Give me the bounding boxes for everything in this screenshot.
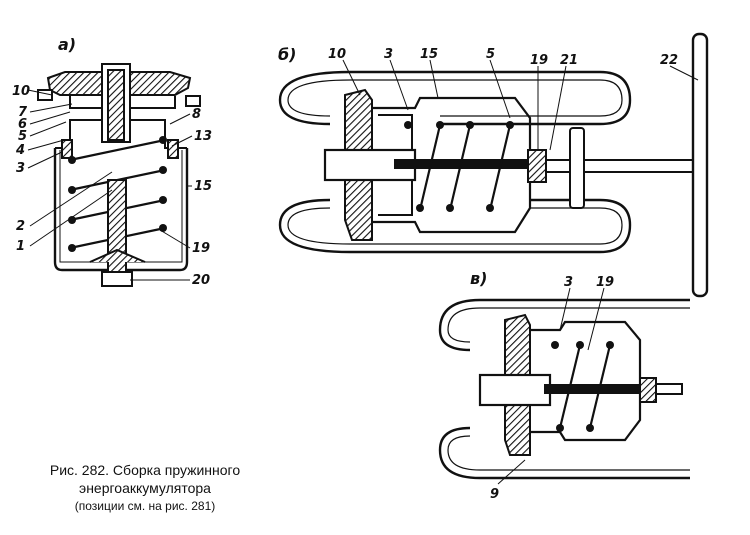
callout-c-19: 19 [596, 275, 614, 290]
view-label-a: а) [58, 35, 76, 54]
callout-a-15: 15 [194, 179, 212, 194]
callout-a-7: 7 [18, 105, 28, 120]
callout-b-21: 21 [560, 53, 578, 68]
callout-a-5: 5 [18, 129, 27, 144]
caption-line-2: энергоаккумулятора [79, 480, 211, 496]
callout-b-10: 10 [328, 47, 346, 62]
callouts-view-c: 3 19 9 [490, 275, 614, 502]
callout-b-5: 5 [486, 47, 495, 62]
caption-line-3: (позиции см. на рис. 281) [74, 499, 216, 513]
callouts-view-a: 10 7 6 5 4 3 8 13 15 2 1 19 20 [12, 84, 212, 288]
caption-line-1: Рис. 282. Сборка пружинного [49, 462, 241, 478]
callout-a-6: 6 [18, 117, 27, 132]
callout-c-3: 3 [564, 275, 573, 290]
callout-b-3: 3 [384, 47, 393, 62]
callout-a-3: 3 [16, 161, 25, 176]
callout-a-19: 19 [192, 241, 210, 256]
view-b-assembly [278, 32, 709, 298]
callout-b-22: 22 [660, 53, 678, 68]
view-a-assembly [27, 63, 201, 287]
callout-b-19: 19 [530, 53, 548, 68]
callout-a-8: 8 [192, 107, 201, 122]
callout-a-20: 20 [192, 273, 210, 288]
callout-a-4: 4 [15, 143, 25, 158]
callout-a-13: 13 [194, 129, 212, 144]
callout-a-10: 10 [12, 84, 30, 99]
view-label-b: б) [278, 45, 296, 64]
callout-a-2: 2 [16, 219, 25, 234]
view-label-c: в) [470, 269, 487, 288]
callout-c-9: 9 [490, 487, 499, 502]
callouts-view-b: 10 3 15 5 19 21 22 [328, 47, 678, 68]
callout-a-1: 1 [16, 239, 25, 254]
callout-b-15: 15 [420, 47, 438, 62]
view-c-assembly [438, 287, 690, 485]
